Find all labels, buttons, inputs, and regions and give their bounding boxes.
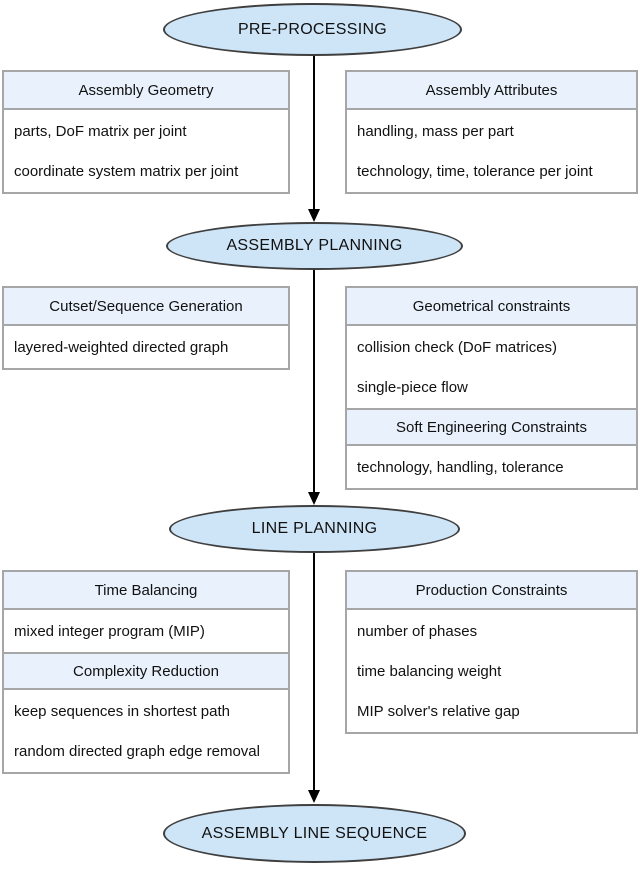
body-line: MIP solver's relative gap (357, 702, 520, 720)
body-line: collision check (DoF matrices) (357, 338, 558, 356)
panel-header: Assembly Attributes (347, 72, 636, 108)
panel-header-label: Assembly Geometry (78, 81, 214, 99)
panel-time-balancing: Time Balancing mixed integer program (MI… (2, 570, 290, 774)
node-label: PRE-PROCESSING (237, 20, 388, 38)
body-line: technology, time, tolerance per joint (357, 162, 593, 180)
panel-assembly-attributes: Assembly Attributes handling, mass per p… (345, 70, 638, 194)
panel-header: Production Constraints (347, 572, 636, 608)
connector-line (313, 270, 315, 493)
node-label: ASSEMBLY PLANNING (226, 237, 403, 254)
arrowhead-down-icon (308, 790, 320, 803)
panel-assembly-geometry: Assembly Geometry parts, DoF matrix per … (2, 70, 290, 194)
panel-header: Geometrical constraints (347, 288, 636, 324)
node-pre-processing: PRE-PROCESSING (163, 3, 462, 56)
arrowhead-down-icon (308, 492, 320, 505)
panel-header-label: Geometrical constraints (412, 297, 571, 315)
panel-header-label: Soft Engineering Constraints (396, 418, 587, 436)
body-line: keep sequences in shortest path (14, 702, 230, 720)
panel-header: Soft Engineering Constraints (347, 408, 636, 444)
panel-body: parts, DoF matrix per joint coordinate s… (4, 108, 288, 192)
body-line: handling, mass per part (357, 122, 514, 140)
panel-body: technology, handling, tolerance (347, 444, 636, 488)
panel-header-label: Time Balancing (94, 581, 198, 599)
body-line: parts, DoF matrix per joint (14, 122, 187, 140)
body-line: mixed integer program (MIP) (14, 622, 205, 640)
panel-header-label: Production Constraints (415, 581, 568, 599)
panel-production-constraints: Production Constraints number of phases … (345, 570, 638, 734)
node-label: LINE PLANNING (251, 520, 378, 537)
arrowhead-down-icon (308, 209, 320, 222)
node-assembly-line-sequence: ASSEMBLY LINE SEQUENCE (163, 804, 466, 863)
panel-body: layered-weighted directed graph (4, 324, 288, 368)
panel-header-label: Complexity Reduction (73, 662, 219, 680)
body-line: technology, handling, tolerance (357, 458, 564, 476)
panel-body: keep sequences in shortest path random d… (4, 688, 288, 772)
connector-line (313, 55, 315, 210)
body-line: random directed graph edge removal (14, 742, 260, 760)
panel-body: handling, mass per part technology, time… (347, 108, 636, 192)
panel-header-label: Assembly Attributes (425, 81, 558, 99)
node-label: ASSEMBLY LINE SEQUENCE (201, 824, 428, 842)
panel-body: collision check (DoF matrices) single-pi… (347, 324, 636, 408)
panel-header: Time Balancing (4, 572, 288, 608)
panel-header: Assembly Geometry (4, 72, 288, 108)
body-line: coordinate system matrix per joint (14, 162, 239, 180)
panel-cutset-sequence-generation: Cutset/Sequence Generation layered-weigh… (2, 286, 290, 370)
panel-header: Cutset/Sequence Generation (4, 288, 288, 324)
panel-header-label: Cutset/Sequence Generation (49, 297, 243, 315)
body-line: time balancing weight (357, 662, 502, 680)
panel-body: mixed integer program (MIP) (4, 608, 288, 652)
body-line: layered-weighted directed graph (14, 338, 229, 356)
body-line: single-piece flow (357, 378, 468, 396)
panel-body: number of phases time balancing weight M… (347, 608, 636, 732)
panel-header: Complexity Reduction (4, 652, 288, 688)
connector-line (313, 553, 315, 791)
panel-geometrical-constraints: Geometrical constraints collision check … (345, 286, 638, 490)
node-assembly-planning: ASSEMBLY PLANNING (166, 222, 463, 270)
body-line: number of phases (357, 622, 478, 640)
node-line-planning: LINE PLANNING (169, 505, 460, 553)
